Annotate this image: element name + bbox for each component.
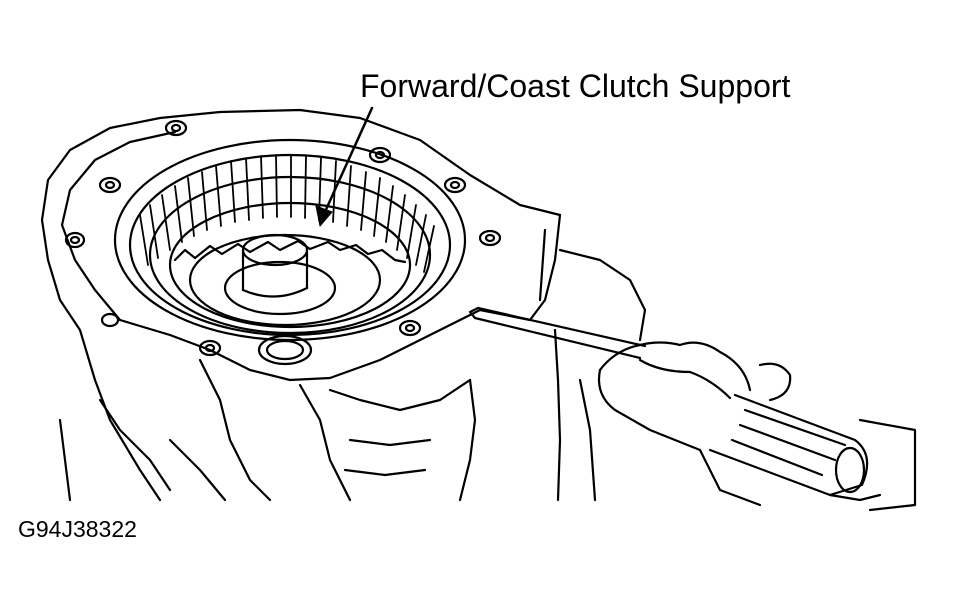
screwdriver bbox=[468, 306, 869, 497]
clutch-drum bbox=[113, 138, 467, 342]
callout-label: Forward/Coast Clutch Support bbox=[360, 68, 791, 104]
clutch-support-hub bbox=[188, 233, 382, 366]
figure-code: G94J38322 bbox=[18, 516, 137, 542]
transmission-case bbox=[40, 108, 647, 502]
hand bbox=[597, 341, 917, 512]
arrow-icon bbox=[315, 106, 374, 227]
